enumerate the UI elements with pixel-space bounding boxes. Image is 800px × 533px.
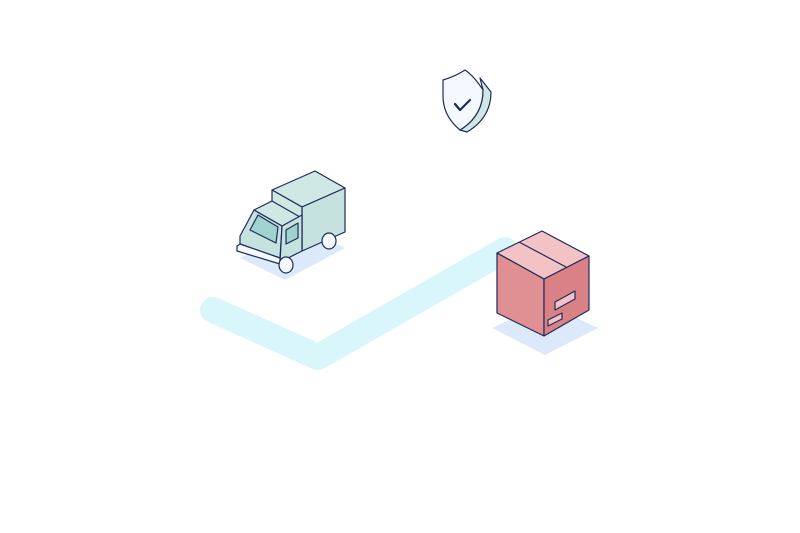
box-tape bbox=[518, 241, 567, 268]
delivery-truck-icon bbox=[236, 170, 346, 274]
windshield bbox=[249, 214, 279, 244]
truck-wheel-front bbox=[278, 256, 294, 274]
truck-wheel-rear bbox=[321, 232, 337, 250]
package-box-icon bbox=[496, 230, 590, 337]
box-barcode bbox=[547, 312, 563, 327]
route-line bbox=[200, 237, 518, 370]
shield-check-icon bbox=[442, 69, 492, 133]
side-window bbox=[285, 222, 299, 245]
check-mark-icon bbox=[453, 98, 472, 112]
route-path bbox=[200, 237, 518, 370]
box-label bbox=[554, 290, 576, 311]
